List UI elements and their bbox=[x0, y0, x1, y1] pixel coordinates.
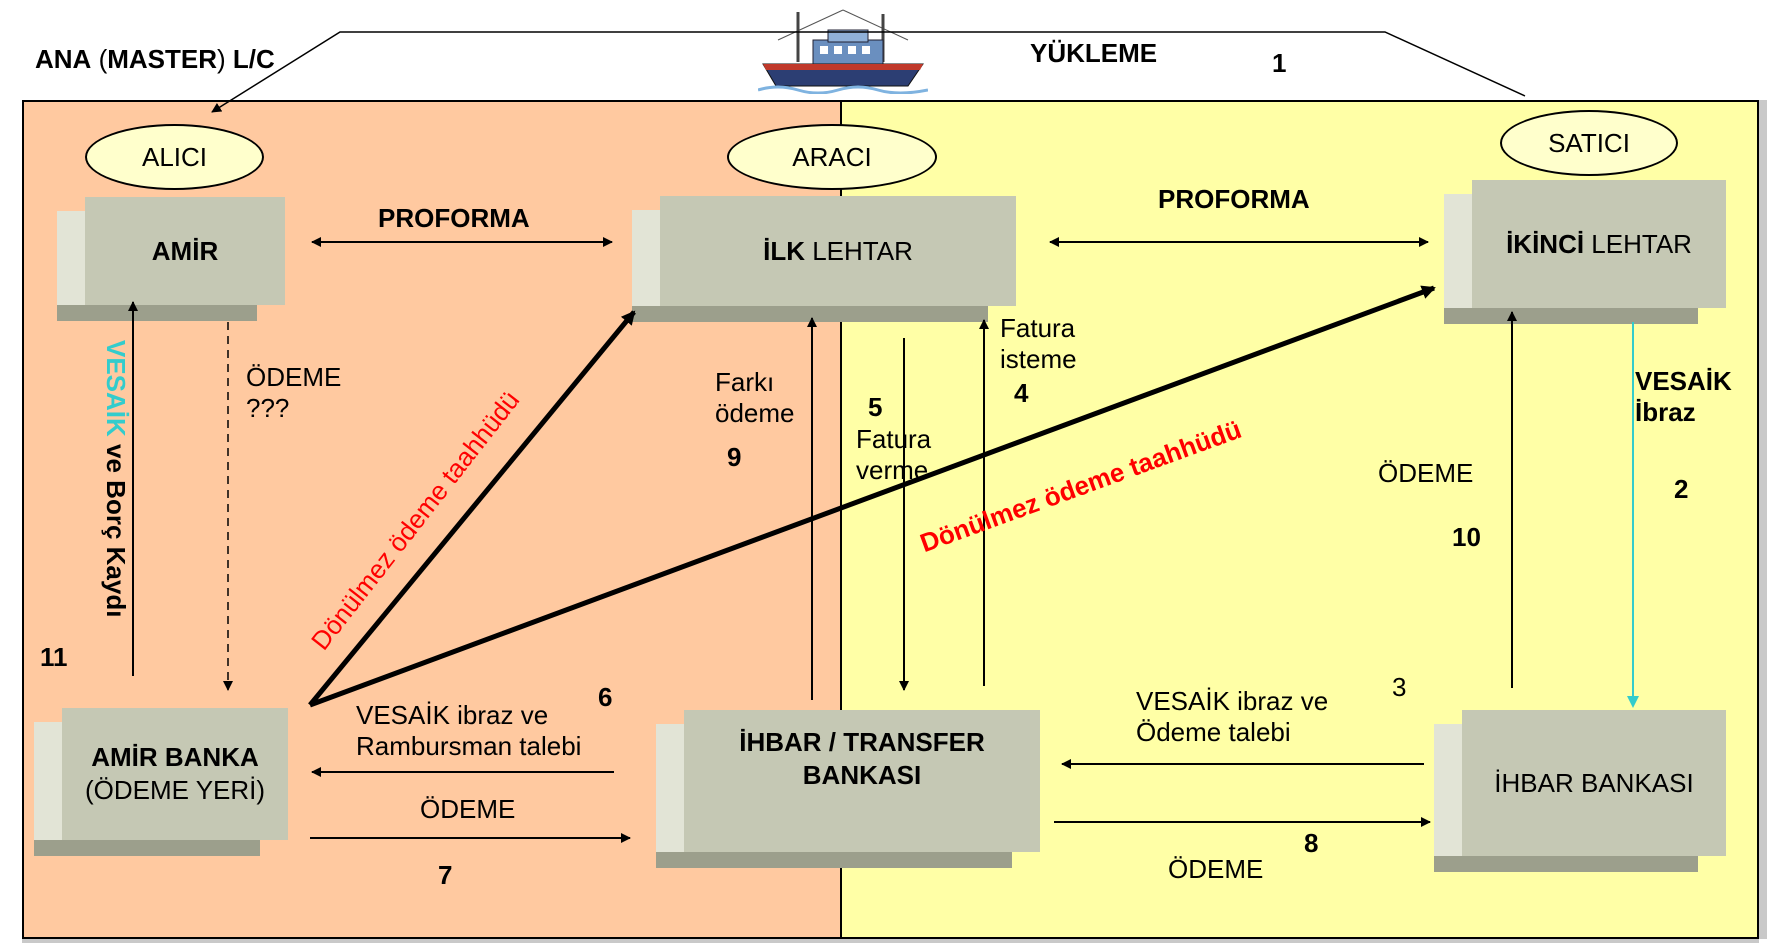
step-number-5: 5 bbox=[868, 392, 883, 422]
satici-ellipse: SATICI bbox=[1500, 110, 1678, 176]
step-number-1: 1 bbox=[1272, 48, 1287, 78]
amir-banka-label: AMİR BANKA(ÖDEME YERİ) bbox=[84, 742, 266, 805]
amir-box: AMİR bbox=[57, 197, 285, 321]
ilk-lehtar-label: İLK LEHTAR bbox=[763, 235, 913, 266]
yukleme-label: YÜKLEME bbox=[1030, 38, 1158, 68]
amir-banka-box: AMİR BANKA(ÖDEME YERİ) bbox=[34, 708, 288, 856]
ihbar-bankasi-label: İHBAR BANKASI bbox=[1494, 767, 1694, 798]
araci-ellipse: ARACI bbox=[727, 124, 937, 190]
ship-icon bbox=[757, 6, 929, 95]
amir-label: AMİR bbox=[151, 235, 219, 266]
step-number-4: 4 bbox=[1014, 378, 1029, 408]
step-number-9: 9 bbox=[727, 442, 742, 472]
step-number-8: 8 bbox=[1304, 828, 1319, 858]
step-number-6: 6 bbox=[598, 682, 613, 712]
ikinci-lehtar-box: İKİNCİ LEHTAR bbox=[1444, 180, 1726, 324]
step-number-2: 2 bbox=[1674, 474, 1689, 504]
step-number-3: 3 bbox=[1392, 672, 1407, 702]
odeme-10-label: ÖDEME bbox=[1378, 458, 1474, 488]
odeme-8-label: ÖDEME bbox=[1168, 854, 1264, 884]
vesaik-borc-kaydi-label: VESAİK ve Borç Kaydı bbox=[101, 340, 131, 618]
proforma-right-label: PROFORMA bbox=[1158, 184, 1310, 214]
ilk-lehtar-box: İLK LEHTAR bbox=[632, 196, 1016, 322]
step-number-10: 10 bbox=[1452, 522, 1481, 552]
odeme-7-label: ÖDEME bbox=[420, 794, 516, 824]
proforma-left-label: PROFORMA bbox=[378, 203, 530, 233]
step-number-7: 7 bbox=[438, 860, 453, 890]
diagram-title: ANA (MASTER) L/C bbox=[35, 44, 275, 74]
odeme-question-label: ÖDEME??? bbox=[246, 362, 342, 423]
ikinci-lehtar-label: İKİNCİ LEHTAR bbox=[1506, 228, 1692, 259]
ihbar-bankasi-box: İHBAR BANKASI bbox=[1434, 710, 1726, 872]
alici-ellipse: ALICI bbox=[85, 124, 264, 190]
step-number-11: 11 bbox=[40, 642, 68, 672]
